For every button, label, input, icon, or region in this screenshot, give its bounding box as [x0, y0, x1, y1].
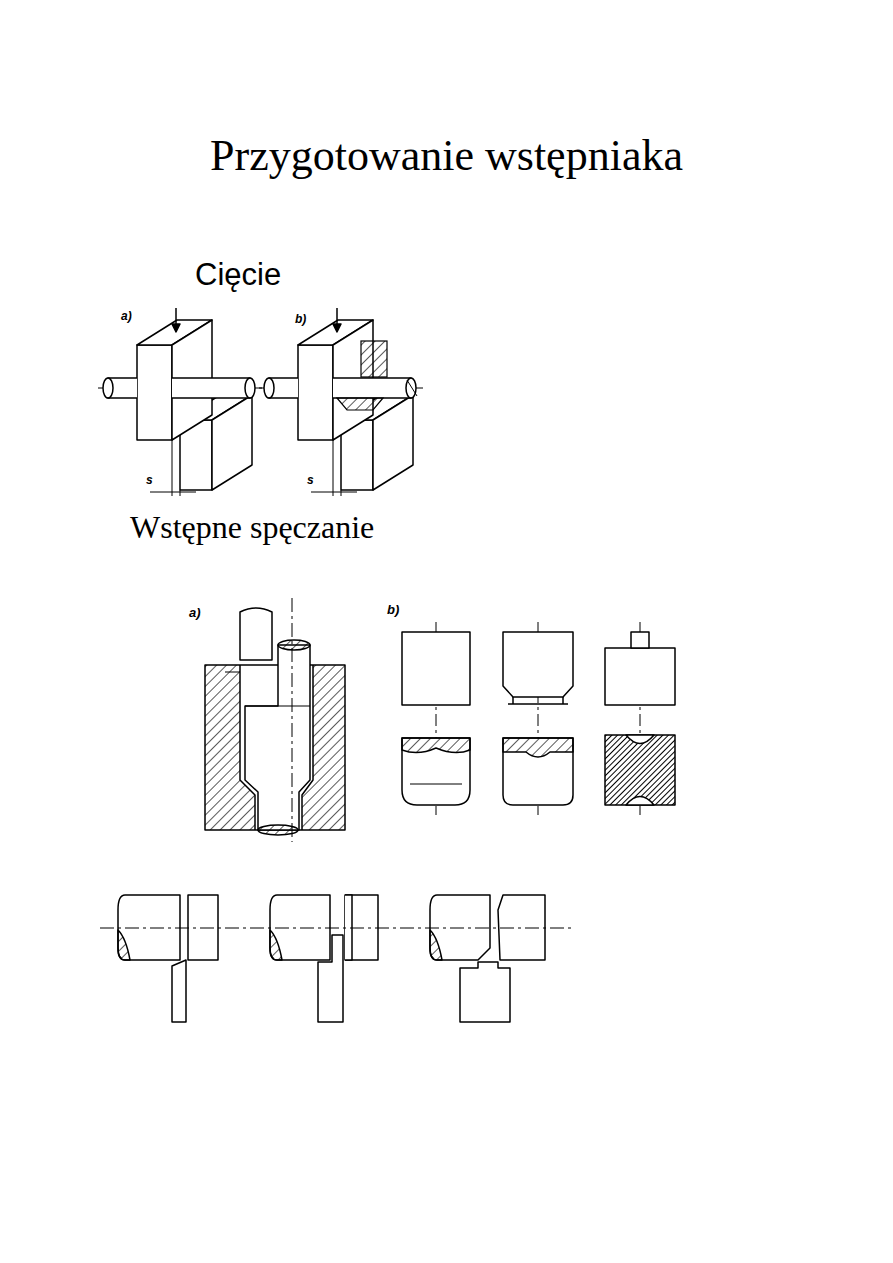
upset-shapes	[402, 622, 675, 815]
upset-shapes-part	[631, 632, 649, 648]
upsetting-die-part	[240, 608, 272, 660]
page-title: Przygotowanie wstępniaka	[0, 132, 893, 180]
cut-off-sequence-part	[118, 930, 130, 960]
upset-shapes-part	[410, 784, 462, 785]
upset-shapes-part	[562, 697, 564, 704]
figure-letter: a)	[189, 606, 201, 620]
figure-letter: b)	[295, 313, 306, 326]
upset-shapes-part	[605, 648, 675, 705]
upset-shapes-part	[626, 797, 654, 806]
dimension-label: s	[146, 474, 153, 487]
shearing-tool-b-part	[337, 398, 383, 410]
upset-shapes-part	[402, 738, 470, 753]
upset-shapes-part	[503, 738, 573, 805]
section-heading: Wstępne spęczanie	[130, 510, 374, 545]
upsetting-die-part	[278, 640, 310, 650]
upset-shapes-part	[503, 738, 573, 757]
cut-off-sequence-part	[430, 930, 442, 960]
upsetting-die	[205, 598, 345, 842]
dimension-label: s	[307, 474, 314, 487]
upset-shapes-part	[626, 735, 654, 744]
upset-shapes-part	[402, 738, 470, 805]
upset-shapes-part	[402, 632, 470, 705]
shearing-tool-b	[259, 308, 426, 496]
upset-shapes-part	[503, 632, 573, 697]
upset-shapes-part	[512, 697, 514, 704]
section-heading: Cięcie	[195, 258, 281, 292]
cut-off-sequence-part	[318, 935, 343, 1022]
figure-letter: a)	[121, 310, 132, 323]
cut-off-sequence-part	[460, 962, 510, 1022]
shearing-tool-a-part	[98, 308, 265, 496]
shearing-tool-a	[98, 308, 265, 496]
shearing-tool-b-part	[407, 380, 417, 396]
upsetting-die-part	[245, 706, 310, 707]
figure-letter: b)	[387, 603, 399, 617]
upsetting-die-part	[225, 672, 240, 673]
cut-off-sequence-part	[100, 928, 572, 929]
upset-shapes-part	[605, 735, 675, 805]
shearing-tool-b-part	[361, 341, 387, 377]
cut-off-sequence	[100, 895, 572, 1022]
upset-shapes-part	[508, 703, 568, 705]
upsetting-die-part	[245, 645, 310, 830]
shearing-tool-b-part	[259, 308, 426, 496]
cut-off-sequence-part	[172, 960, 186, 1022]
cut-off-sequence-part	[270, 930, 282, 960]
upsetting-die-part	[292, 598, 293, 842]
